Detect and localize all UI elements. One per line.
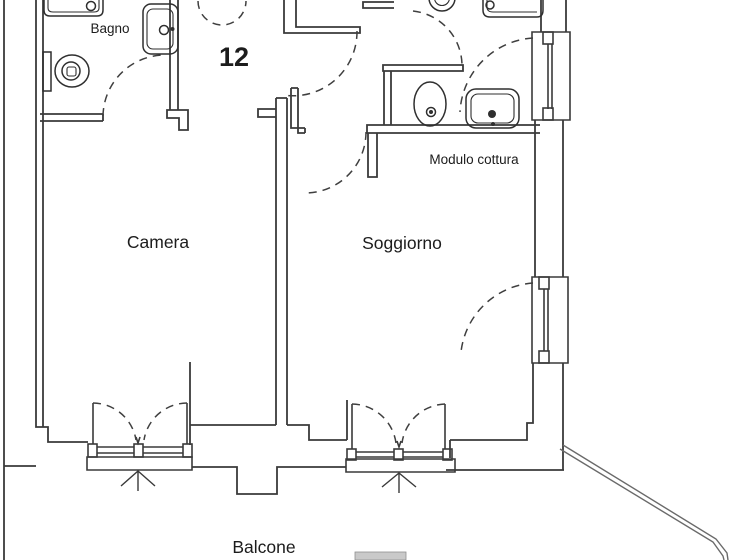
balcony-object-partial: [354, 551, 407, 560]
room-label-balcone: Balcone: [232, 537, 295, 557]
window-cap: [538, 350, 550, 364]
french-window-soggiorno: [345, 404, 456, 473]
window-cap: [542, 107, 554, 121]
window-glass: [543, 289, 549, 351]
window-jamb: [442, 448, 453, 461]
windows: [86, 31, 571, 473]
window-cap: [538, 276, 550, 290]
bagno-east-wall: [169, 0, 179, 110]
bath2-northwest-piece: [362, 1, 394, 9]
sink-icon: [142, 3, 179, 55]
bath2-door-arc: [412, 10, 463, 67]
balcony-slab-edge: [192, 466, 346, 495]
door-leaves: [92, 403, 188, 444]
bagno-door-arc: [102, 54, 166, 117]
window-mullion: [133, 443, 144, 458]
hall-east-wall: [283, 0, 361, 34]
camera-soggiorno-divider-wall: [275, 97, 288, 425]
window-glass: [97, 446, 183, 454]
door-swing-arcs: [92, 0, 534, 444]
soggiorno-window-left-arc: [351, 403, 397, 444]
toilet-icon: [42, 51, 90, 92]
east-wall-top: [540, 0, 567, 32]
corridor-west-wall: [290, 87, 306, 134]
window-opening-arrows: [120, 470, 417, 493]
pedestal-sink-icon: [428, 0, 456, 12]
fixtures: [42, 0, 544, 129]
window-glass: [547, 44, 553, 109]
window-cap: [542, 31, 554, 45]
bidet-icon: [413, 81, 447, 127]
soggiorno-door-arc: [304, 131, 367, 194]
hall-south-piece: [257, 108, 276, 118]
window-jamb: [87, 443, 98, 458]
soggiorno-window-right-arc: [401, 403, 446, 444]
window-jamb: [182, 443, 193, 458]
door-leaves: [351, 404, 446, 449]
balcony-railing: [559, 444, 729, 560]
window-mullion: [393, 448, 404, 461]
unit-number: 12: [219, 42, 249, 72]
south-pier-walls: [189, 362, 348, 445]
window-glass: [356, 451, 443, 458]
camera-window-left-arc: [92, 402, 137, 441]
camera-window-right-arc: [143, 402, 188, 441]
kitchen-partition: [367, 133, 378, 178]
entry-door-arc: [197, 0, 247, 26]
leaf-meeting-mark: [135, 436, 141, 446]
opening-arrow-icon: [120, 470, 156, 491]
left-wall-outer: [35, 0, 88, 443]
bath2-inner-wall: [382, 64, 464, 72]
shower-tray2-icon: [482, 0, 544, 18]
bath2-west-wall: [383, 71, 392, 125]
window-frame: [531, 276, 569, 364]
kitchen-north-wall: [366, 124, 540, 134]
shower-tray-icon: [43, 0, 104, 17]
hall-door-arc: [282, 30, 358, 97]
window-east-middle: [531, 276, 569, 364]
east-window-middle-arc: [460, 282, 534, 353]
east-wall-bottom: [446, 363, 564, 471]
room-label-soggiorno: Soggiorno: [362, 233, 442, 253]
walls: [3, 0, 567, 560]
window-sill: [86, 456, 193, 471]
leaf-meeting-mark: [396, 440, 402, 450]
room-label-camera: Camera: [127, 232, 190, 252]
window-frame: [531, 31, 571, 121]
bagno-south-wall: [40, 113, 104, 122]
sink2-icon: [465, 88, 520, 129]
window-sill: [345, 458, 456, 473]
opening-arrow-icon: [381, 472, 417, 493]
east-window-top-arc: [459, 37, 534, 113]
french-window-camera: [86, 403, 193, 471]
room-label-bagno: Bagno: [90, 21, 129, 36]
window-east-top: [531, 31, 571, 121]
hall-south-pier: [166, 109, 189, 131]
room-label-modulo-cottura: Modulo cottura: [429, 152, 519, 167]
east-wall-middle: [534, 120, 564, 277]
